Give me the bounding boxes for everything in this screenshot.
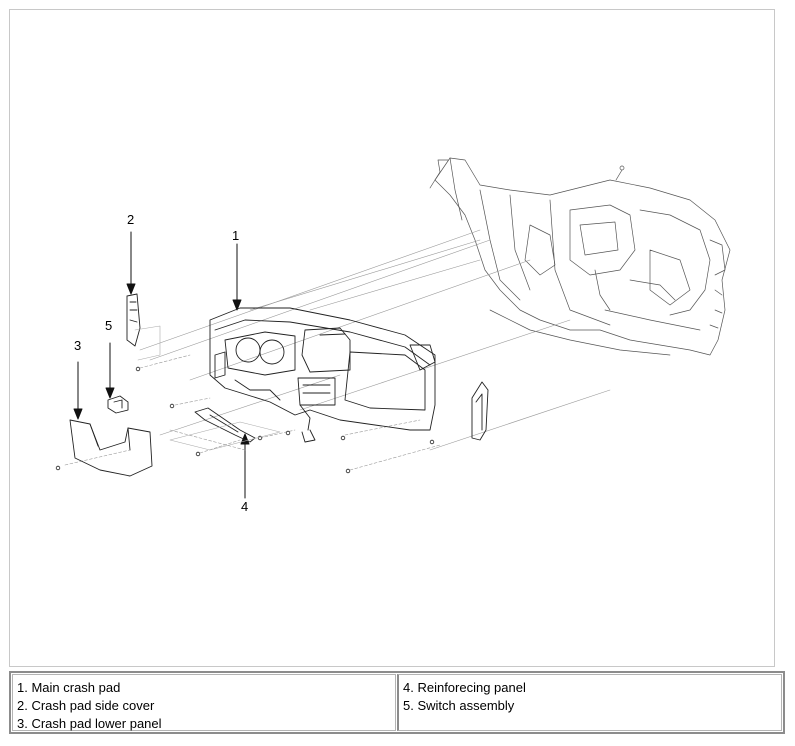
crash-pad-lower-panel [69, 419, 153, 477]
callout-label-2: 2 [127, 212, 135, 227]
screws [55, 366, 435, 474]
callout-label-5: 5 [105, 318, 113, 333]
callout-label-1: 1 [232, 228, 240, 243]
callout-label-3: 3 [74, 338, 82, 353]
reinforcing-panel [194, 407, 256, 443]
legend-column-left: 1. Main crash pad 2. Crash pad side cove… [12, 674, 396, 731]
crash-pad-side-cover [126, 293, 141, 347]
right-side-cover [471, 381, 489, 441]
exploded-diagram-frame: 1 2 3 5 4 [9, 9, 775, 667]
callout-leaders [73, 231, 250, 499]
floor-guide-lines [64, 229, 611, 471]
main-crash-pad [209, 307, 436, 443]
legend-item-side-cover: 2. Crash pad side cover [17, 698, 155, 713]
floor-panel-outline [134, 325, 281, 451]
legend-item-lower-panel: 3. Crash pad lower panel [17, 716, 162, 731]
parts-legend-table: 1. Main crash pad 2. Crash pad side cove… [9, 671, 785, 734]
crash-pad-exploded-diagram [55, 157, 731, 499]
legend-item-reinforcing-panel: 4. Reinforecing panel [403, 680, 526, 695]
switch-assembly [107, 395, 129, 414]
legend-item-switch-assembly: 5. Switch assembly [403, 698, 515, 713]
vehicle-body-structure [429, 157, 731, 356]
callout-label-4: 4 [241, 499, 249, 514]
legend-item-main-crash-pad: 1. Main crash pad [17, 680, 121, 695]
legend-column-right: 4. Reinforecing panel 5. Switch assembly [397, 674, 782, 731]
